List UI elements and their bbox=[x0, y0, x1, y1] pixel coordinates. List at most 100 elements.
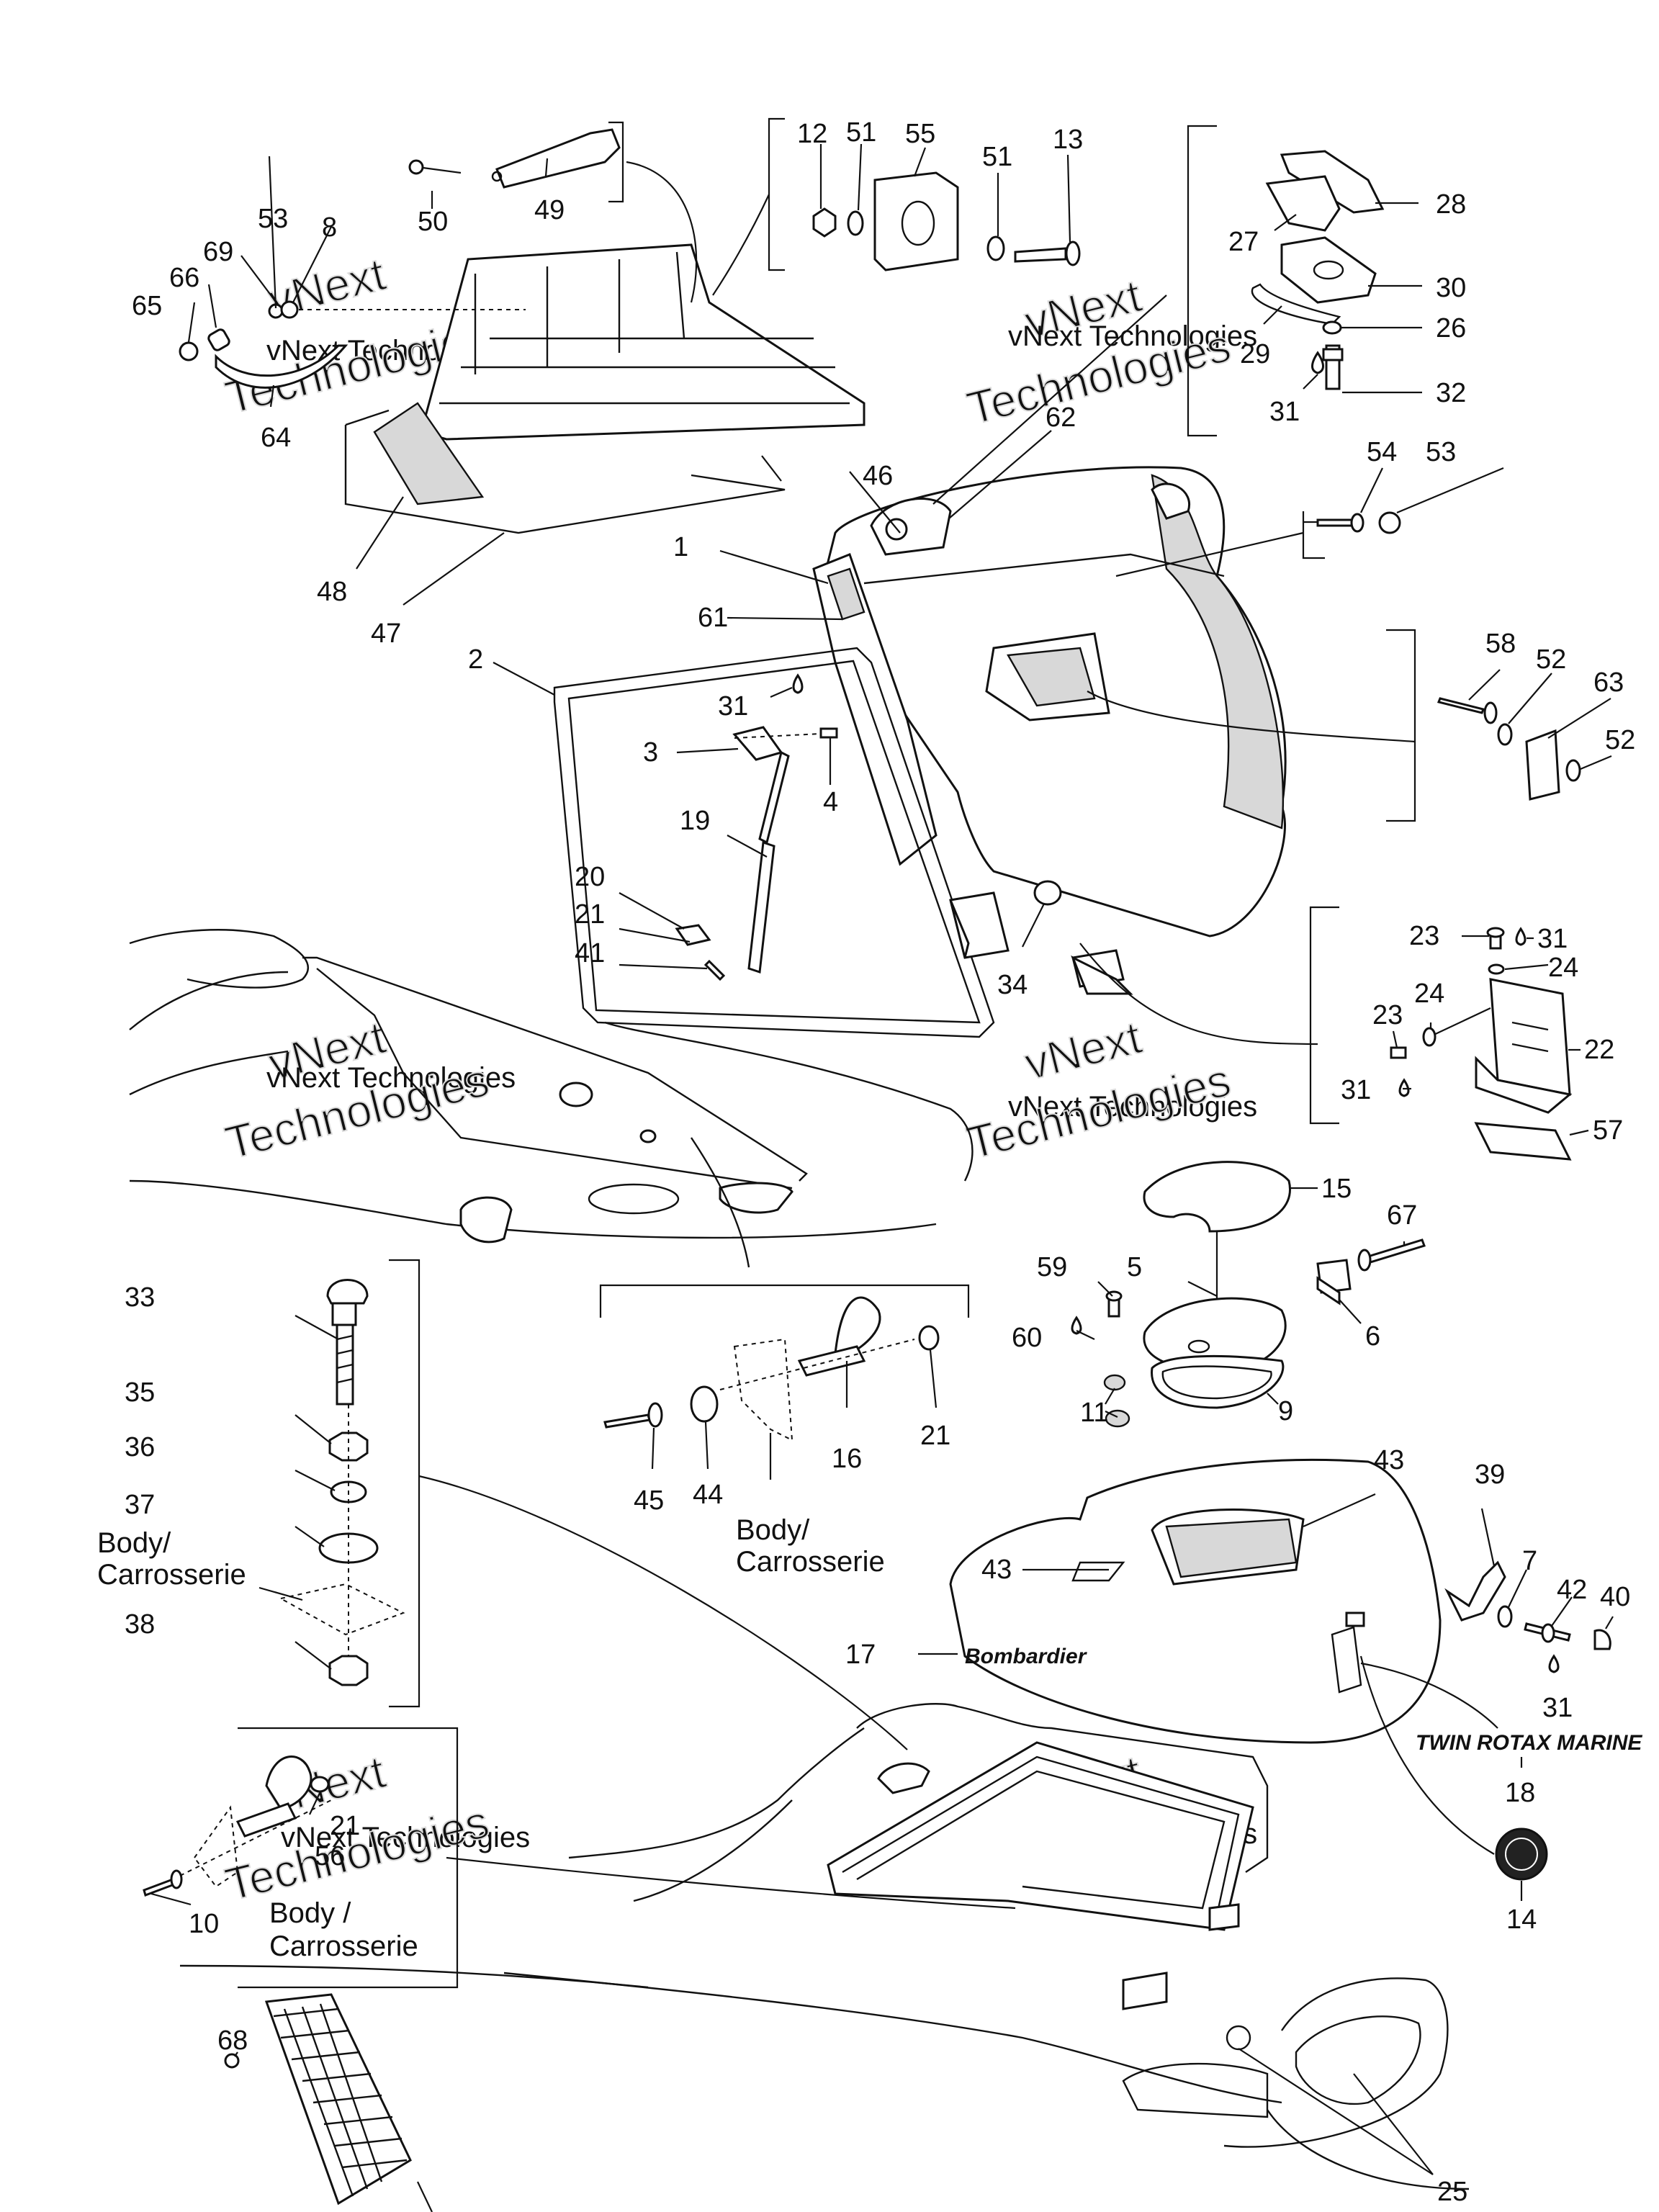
label-31-rear: 31 bbox=[1542, 1693, 1573, 1723]
screw-icon bbox=[819, 727, 838, 739]
label-14: 14 bbox=[1506, 1905, 1537, 1935]
washer-icon bbox=[1322, 320, 1342, 335]
label-2: 2 bbox=[468, 644, 483, 675]
label-26: 26 bbox=[1436, 313, 1466, 343]
nut-icon bbox=[812, 207, 837, 238]
gasket-9 bbox=[1151, 1354, 1285, 1409]
note-body-center-2: Carrosserie bbox=[736, 1546, 885, 1578]
label-4: 4 bbox=[823, 787, 838, 817]
label-8: 8 bbox=[322, 212, 337, 243]
emblem-leader bbox=[1359, 1655, 1495, 1855]
label-23-b: 23 bbox=[1372, 1000, 1403, 1030]
label-58: 58 bbox=[1485, 629, 1516, 659]
sealant-drop-icon bbox=[1515, 927, 1527, 946]
screw-icon bbox=[1390, 1046, 1407, 1059]
label-51-a: 51 bbox=[846, 117, 876, 148]
cap-40 bbox=[1593, 1629, 1611, 1650]
cover-frame-61 bbox=[812, 553, 938, 866]
latch-body-30 bbox=[1280, 236, 1377, 304]
label-7: 7 bbox=[1522, 1546, 1537, 1576]
label-33: 33 bbox=[125, 1282, 155, 1313]
screw-icon bbox=[703, 959, 726, 981]
washer-icon bbox=[986, 235, 1005, 261]
label-31-cover: 31 bbox=[718, 691, 748, 721]
bolt-stack-leader bbox=[418, 1475, 908, 1750]
label-45: 45 bbox=[634, 1485, 664, 1516]
bracket-63 bbox=[1525, 729, 1560, 801]
label-50: 50 bbox=[418, 207, 448, 237]
body-notes: Body/ Carrosserie Body/ Carrosserie Body… bbox=[97, 1514, 885, 1962]
label-37: 37 bbox=[125, 1490, 155, 1520]
watermark-3: vNext vNext Technologies Technologies bbox=[220, 1010, 516, 1169]
label-24-b: 24 bbox=[1414, 979, 1444, 1009]
label-38: 38 bbox=[125, 1609, 155, 1640]
svg-text:vNext Technologies: vNext Technologies bbox=[281, 1822, 530, 1853]
bracket-54-brace bbox=[1302, 511, 1325, 559]
label-34: 34 bbox=[997, 970, 1028, 1000]
pad-15 bbox=[1143, 1161, 1291, 1233]
label-1: 1 bbox=[673, 532, 688, 562]
label-49: 49 bbox=[534, 195, 565, 225]
label-32: 32 bbox=[1436, 378, 1466, 408]
latch-27 bbox=[1265, 175, 1341, 232]
svg-text:vNext Technologies: vNext Technologies bbox=[1008, 1091, 1257, 1123]
hinge-brace bbox=[1309, 906, 1339, 1125]
label-52-a: 52 bbox=[1536, 644, 1566, 675]
label-41: 41 bbox=[575, 938, 605, 968]
label-68: 68 bbox=[217, 2026, 248, 2056]
svg-text:vNext Technologies: vNext Technologies bbox=[266, 1062, 516, 1094]
label-52-b: 52 bbox=[1605, 725, 1635, 755]
label-18: 18 bbox=[1505, 1778, 1535, 1808]
latch-brace bbox=[1187, 125, 1217, 437]
cover-corner bbox=[1151, 482, 1191, 520]
washer-icon bbox=[1422, 1027, 1437, 1047]
label-51-b: 51 bbox=[982, 142, 1012, 172]
label-67: 67 bbox=[1387, 1200, 1417, 1231]
bracket-54-leader bbox=[1115, 531, 1304, 577]
top-brace-leader bbox=[712, 194, 770, 296]
note-body-lower-2: Carrosserie bbox=[269, 1930, 418, 1962]
washer-icon bbox=[1565, 759, 1581, 782]
washer-icon bbox=[918, 1325, 940, 1351]
watercraft-body-upper bbox=[129, 929, 974, 1268]
screw-icon bbox=[1316, 513, 1364, 533]
label-39: 39 bbox=[1475, 1460, 1505, 1490]
label-43-b: 43 bbox=[981, 1555, 1012, 1585]
hinge-bracket-left bbox=[949, 891, 1010, 959]
label-48: 48 bbox=[317, 577, 347, 607]
label-9: 9 bbox=[1278, 1396, 1293, 1426]
label-43-a: 43 bbox=[1374, 1445, 1404, 1475]
bumper-34 bbox=[1033, 880, 1062, 906]
washer-icon bbox=[847, 210, 864, 236]
note-body-left-1: Body/ bbox=[97, 1527, 171, 1559]
nut-icon bbox=[328, 1431, 369, 1462]
hinge-leader bbox=[1079, 943, 1318, 1046]
screw-icon bbox=[1322, 344, 1344, 390]
grille-leader bbox=[417, 2181, 433, 2212]
cable-tie-axis bbox=[719, 1339, 915, 1390]
label-53: 53 bbox=[258, 204, 288, 234]
label-13: 13 bbox=[1053, 125, 1083, 155]
label-25: 25 bbox=[1437, 2177, 1467, 2207]
screw-icon bbox=[1486, 927, 1505, 950]
bracket-52-brace bbox=[1386, 629, 1416, 822]
washer-icon bbox=[690, 1385, 719, 1423]
screw-icon bbox=[224, 2053, 240, 2069]
label-6: 6 bbox=[1365, 1321, 1380, 1352]
note-body-left-2: Carrosserie bbox=[97, 1559, 246, 1591]
label-57: 57 bbox=[1593, 1115, 1623, 1146]
label-62: 62 bbox=[1046, 403, 1076, 433]
cable-tie-icon bbox=[235, 1755, 313, 1838]
label-21-a: 21 bbox=[575, 899, 605, 930]
label-63: 63 bbox=[1593, 667, 1624, 698]
label-20: 20 bbox=[575, 862, 605, 892]
pin-10 bbox=[143, 1869, 183, 1897]
nut-icon bbox=[1378, 511, 1401, 534]
bolt-33 bbox=[326, 1279, 369, 1406]
label-31-hinge-b: 31 bbox=[1341, 1075, 1371, 1105]
label-54: 54 bbox=[1367, 437, 1397, 467]
screw-icon bbox=[1105, 1290, 1123, 1318]
bracket-49-leader bbox=[626, 161, 698, 303]
label-47: 47 bbox=[371, 619, 401, 649]
label-29: 29 bbox=[1240, 339, 1270, 369]
